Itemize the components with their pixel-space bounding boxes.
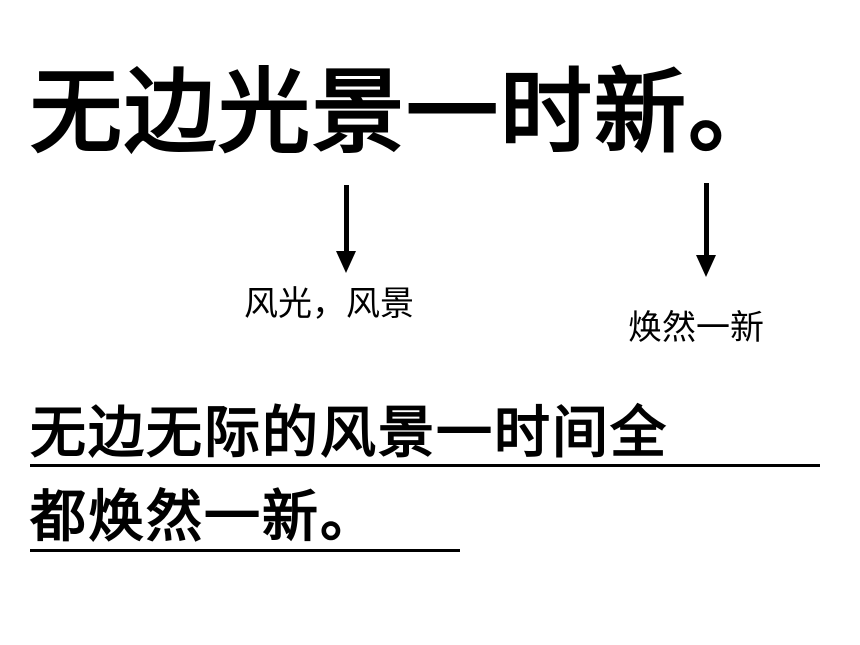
translation-line-2: 都焕然一新。	[30, 484, 378, 550]
gloss-guangjing: 风光，风景	[244, 284, 414, 324]
arrow-down-icon	[336, 185, 356, 275]
underline-2	[30, 549, 460, 552]
gloss-xin: 焕然一新	[628, 308, 764, 348]
underline-1	[30, 464, 820, 467]
arrow-down-icon	[696, 183, 716, 281]
poem-line: 无边光景一时新。	[30, 58, 783, 166]
translation-line-1: 无边无际的风景一时间全	[30, 400, 668, 466]
